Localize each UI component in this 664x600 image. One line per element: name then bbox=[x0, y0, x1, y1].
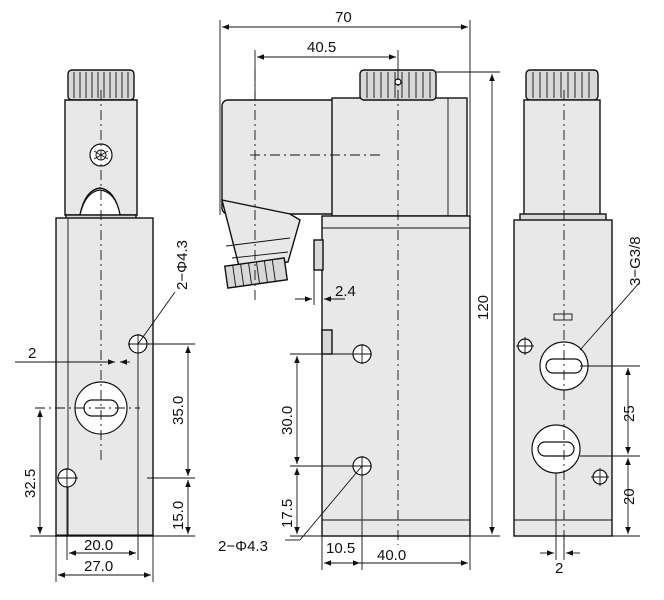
dim-center-17-5: 17.5 bbox=[279, 499, 296, 528]
dim-right-2: 2 bbox=[555, 560, 563, 577]
center-front-view bbox=[221, 69, 471, 545]
dim-center-10-5: 10.5 bbox=[326, 540, 355, 557]
dim-right-20: 20 bbox=[621, 488, 638, 505]
dim-right-25: 25 bbox=[621, 405, 638, 422]
right-side-view bbox=[513, 69, 613, 550]
dim-left-32-5: 32.5 bbox=[22, 469, 39, 498]
center-valve-body bbox=[321, 215, 471, 537]
dim-left-15: 15.0 bbox=[170, 501, 187, 530]
dim-left-2: 2 bbox=[28, 345, 36, 362]
dim-center-2-4: 2.4 bbox=[335, 283, 356, 300]
dim-left-20: 20.0 bbox=[84, 537, 113, 554]
dim-left-hole-label: 2−Φ4.3 bbox=[174, 240, 191, 290]
dim-right-port-label: 3−G3/8 bbox=[627, 236, 644, 286]
dim-left-27: 27.0 bbox=[84, 558, 113, 575]
center-dimensions: 70 40.5 120 2.4 30.0 17.5 2−Φ4.3 10.5 bbox=[218, 9, 500, 570]
right-dimensions: 3−G3/8 25 20 2 bbox=[540, 236, 644, 577]
dim-left-35: 35.0 bbox=[170, 396, 187, 425]
dim-center-40: 40.0 bbox=[377, 547, 406, 564]
dim-center-40-5: 40.5 bbox=[307, 39, 336, 56]
dim-center-70: 70 bbox=[335, 9, 352, 26]
center-coil-body bbox=[331, 97, 468, 217]
connector-housing bbox=[221, 99, 341, 215]
dim-center-120: 120 bbox=[475, 295, 492, 320]
right-coil-body bbox=[523, 99, 601, 217]
left-side-view bbox=[35, 69, 154, 537]
right-coil-cap bbox=[525, 69, 599, 101]
dim-center-hole-label: 2−Φ4.3 bbox=[218, 538, 268, 555]
left-dimensions: 2−Φ4.3 2 35.0 15.0 32.5 20.0 27.0 bbox=[15, 240, 195, 582]
dim-center-30: 30.0 bbox=[279, 406, 296, 435]
